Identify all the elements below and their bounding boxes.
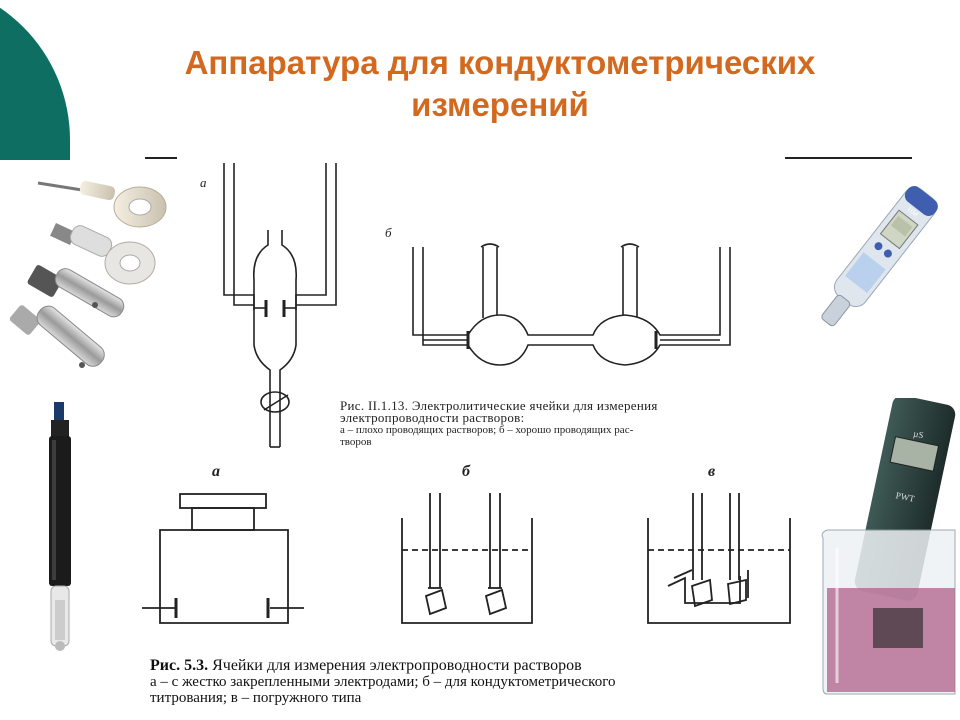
fig-top-label-b: б [385, 225, 392, 240]
fig-top-caption-line4: творов [340, 436, 372, 448]
fig-bottom-caption-line3: титрования; в – погружного типа [150, 690, 362, 706]
fig-bottom-label-b: б [462, 463, 471, 480]
figure-top-cells: а б [200, 163, 731, 448]
pen-meter-photo: HM [821, 186, 938, 327]
fig-top-label-a: а [200, 175, 207, 190]
slide-title-line1: Аппаратура для кондуктометрических [184, 44, 816, 81]
fig-top-caption-line3: а – плохо проводящих растворов; б – хоро… [340, 424, 634, 436]
fig-top-caption-line1: Рис. II.1.13. Электролитические ячейки д… [340, 398, 658, 413]
divider-left [145, 157, 177, 159]
fig-bottom-caption-line2: а – с жестко закрепленными электродами; … [150, 674, 616, 690]
figure-bottom-cells: а б в [142, 463, 791, 624]
meter-model-label: PWT [895, 490, 916, 504]
slide-title: Аппаратура для кондуктометрических измер… [150, 42, 850, 126]
figure-bottom-caption: Рис. 5.3. Ячейки для измерения электропр… [150, 657, 810, 707]
divider-right [785, 157, 912, 159]
fig-bottom-caption-title: Ячейки для измерения электропроводности … [212, 657, 582, 674]
slide-title-line2: измерений [411, 86, 589, 123]
fig-bottom-label-v: в [708, 463, 715, 480]
conductivity-cells-photo [9, 180, 167, 368]
fig-bottom-caption-number: Рис. 5.3. [150, 657, 209, 674]
corner-decoration [0, 0, 70, 160]
figure-top-caption: Рис. II.1.13. Электролитические ячейки д… [340, 398, 790, 448]
meter-unit-label: µS [912, 428, 924, 440]
electrode-probe-photo [49, 402, 71, 651]
meter-in-beaker-photo: µS PWT [821, 398, 956, 695]
fig-bottom-label-a: а [212, 463, 220, 480]
fig-top-caption-line2: электропроводности растворов: [340, 410, 525, 425]
